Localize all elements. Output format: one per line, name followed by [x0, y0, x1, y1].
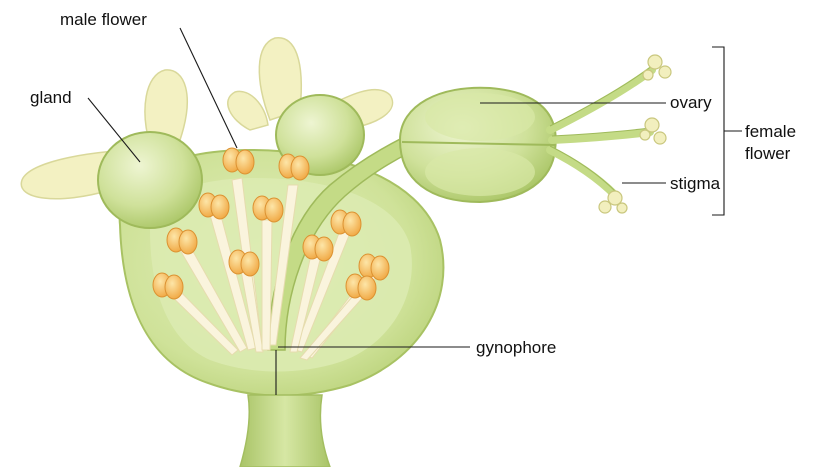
ovary-lobe-top: [425, 93, 535, 141]
label-male-flower: male flower: [60, 10, 147, 29]
leader-male-flower: [180, 28, 237, 148]
gland-left: [98, 132, 202, 228]
label-gland: gland: [30, 88, 72, 107]
label-gynophore: gynophore: [476, 338, 556, 357]
ovary-lobe-bottom: [425, 148, 535, 196]
peduncle: [240, 395, 330, 467]
label-stigma: stigma: [670, 174, 721, 193]
label-female-flower-line2: flower: [745, 144, 791, 163]
label-female-flower-line1: female: [745, 122, 796, 141]
label-ovary: ovary: [670, 93, 712, 112]
